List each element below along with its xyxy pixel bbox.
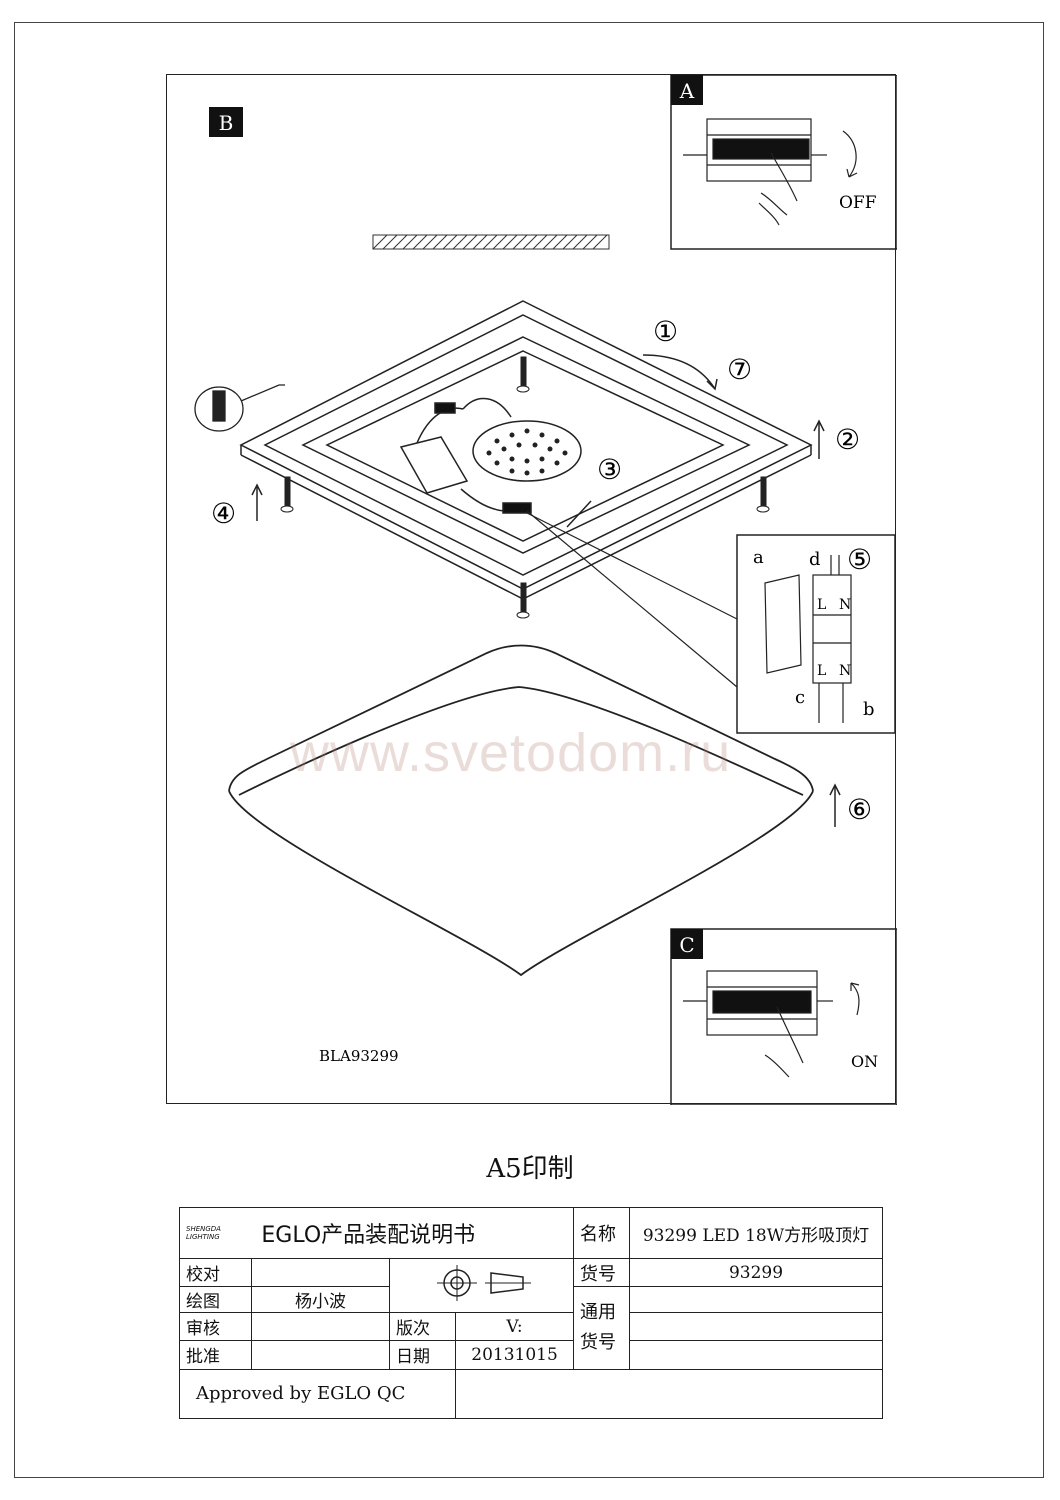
- panel-c-letter: C: [679, 933, 694, 957]
- item-no-label: 货号: [573, 1258, 631, 1287]
- wire-d-label: d: [809, 549, 821, 570]
- general-item-label: 通用货号: [573, 1285, 631, 1370]
- check-value: [251, 1258, 390, 1287]
- terminal-n-bottom: N: [839, 663, 851, 679]
- page-border: [14, 22, 1044, 1478]
- step-1-label: ①: [653, 315, 678, 348]
- title-block: SHENGDA LIGHTING EGLO产品装配说明书 名称 93299 LE…: [178, 1206, 884, 1420]
- name-value: 93299 LED 18W方形吸顶灯: [629, 1206, 884, 1260]
- model-code: BLA93299: [319, 1047, 399, 1065]
- step-4-label: ④: [211, 497, 236, 530]
- general-item-row-2: [629, 1312, 884, 1342]
- item-no-value: 93299: [629, 1258, 884, 1287]
- mounting-base: [239, 300, 813, 600]
- breaker-panel-a-icon: [683, 118, 858, 226]
- step-3-label: ③: [597, 453, 622, 486]
- review-value: [251, 1312, 390, 1342]
- on-label: ON: [851, 1052, 878, 1071]
- breaker-panel-c-icon: [683, 970, 860, 1078]
- wire-b-label: b: [863, 699, 875, 720]
- wire-a-label: a: [753, 547, 764, 568]
- date-label: 日期: [389, 1340, 456, 1370]
- panel-a-letter: A: [679, 79, 695, 103]
- led-dots: [486, 428, 568, 476]
- terminal-block-icon: [526, 510, 852, 723]
- terminal-l-bottom: L: [817, 663, 826, 679]
- drawn-value: 杨小波: [251, 1285, 390, 1314]
- name-label: 名称: [573, 1206, 631, 1260]
- general-item-row-1: [629, 1285, 884, 1314]
- terminal-l-top: L: [817, 597, 826, 613]
- date-value: 20131015: [454, 1340, 575, 1370]
- approve-value: [251, 1340, 390, 1370]
- step-5-label: ⑤: [847, 543, 872, 576]
- panel-c-frame: [670, 928, 898, 1106]
- watermark: www.svetodom.ru: [290, 723, 732, 783]
- version-label: 版次: [389, 1312, 456, 1342]
- drawn-label: 绘图: [179, 1285, 252, 1314]
- panel-c-badge: [671, 929, 703, 959]
- diffuser-shade: [228, 644, 814, 977]
- panel-b-letter: B: [219, 111, 234, 135]
- projection-symbol-icon: [436, 1265, 531, 1302]
- general-item-row-3: [629, 1340, 884, 1370]
- panel-a-badge: [671, 75, 703, 105]
- panel-a-frame: [670, 74, 898, 250]
- step-2-label: ②: [835, 423, 860, 456]
- led-driver: [399, 397, 532, 514]
- wall-plug-callout: [194, 384, 285, 432]
- projection-symbol-cell: [388, 1258, 575, 1314]
- step-7-label: ⑦: [727, 353, 752, 386]
- off-label: OFF: [839, 193, 877, 213]
- approved-by: Approved by EGLO QC: [179, 1368, 456, 1420]
- check-label: 校对: [179, 1258, 252, 1287]
- terminal-n-top: N: [839, 597, 851, 613]
- step-arrows: [251, 354, 841, 827]
- assembly-diagram: B A OFF: [166, 74, 898, 1106]
- step-6-label: ⑥: [847, 793, 872, 826]
- panel-b-badge: [209, 107, 243, 137]
- led-module: [472, 420, 582, 482]
- review-label: 审核: [179, 1312, 252, 1342]
- diagram-drawing: B A OFF: [194, 74, 898, 1106]
- approved-by-blank: [454, 1368, 884, 1420]
- doc-title: EGLO产品装配说明书: [261, 1223, 476, 1249]
- wiring-detail-frame: [736, 534, 896, 734]
- version-value: V:: [454, 1312, 575, 1342]
- wire-c-label: c: [795, 687, 805, 708]
- brand-logo: SHENGDA LIGHTING: [186, 1225, 221, 1242]
- ceiling-hatch: [372, 234, 610, 250]
- approve-label: 批准: [179, 1340, 252, 1370]
- screw-icons: [280, 356, 770, 619]
- print-note: A5印制: [486, 1154, 574, 1184]
- title-cell: SHENGDA LIGHTING EGLO产品装配说明书: [178, 1206, 575, 1260]
